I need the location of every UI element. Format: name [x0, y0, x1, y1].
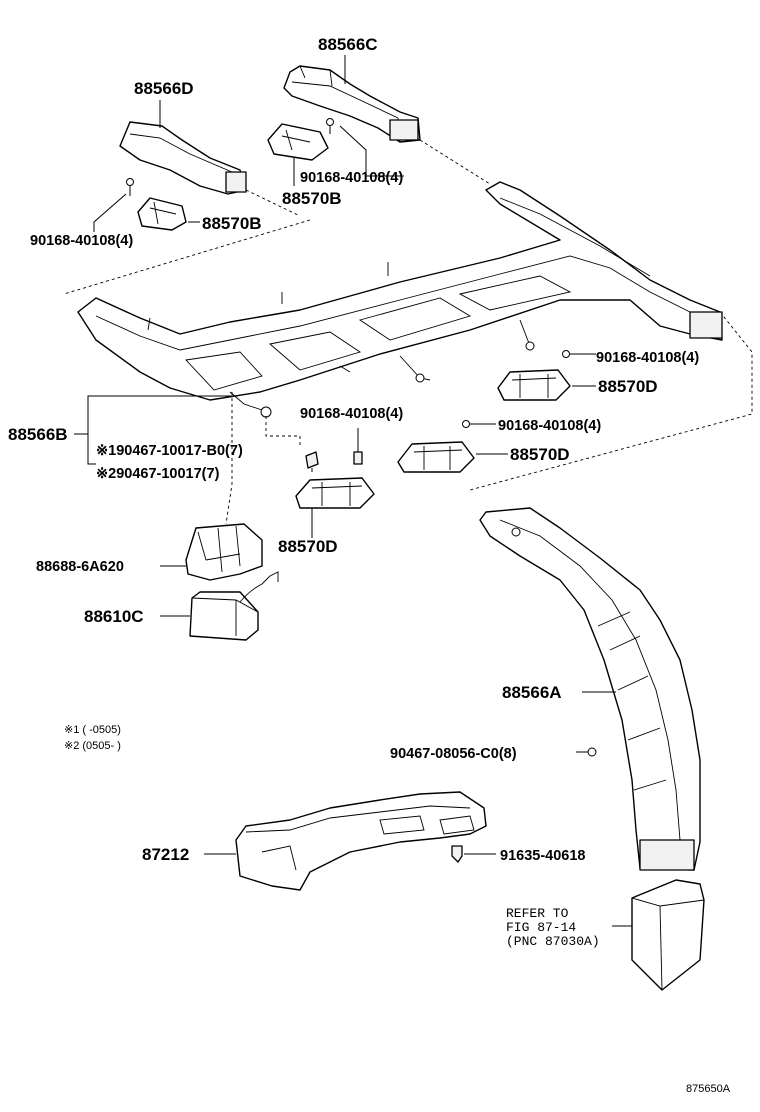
duct-87212[interactable]: [235, 791, 487, 891]
label-88570d-b: 88570D: [510, 445, 570, 464]
footnote-2: ※2 (0505- ): [64, 740, 121, 752]
screw-90168-mid-right[interactable]: [462, 420, 497, 428]
label-90168-40108-b: 90168-40108(4): [30, 233, 133, 249]
label-90168-40108-e: 90168-40108(4): [498, 418, 601, 434]
clip-88570d-right[interactable]: [497, 369, 571, 401]
duct-88566d[interactable]: [119, 121, 247, 195]
label-88570b-a: 88570B: [282, 189, 342, 208]
label-88566c: 88566C: [318, 35, 378, 54]
screw-90168-upper[interactable]: [326, 118, 334, 135]
duct-88566a[interactable]: [479, 507, 701, 871]
refer-line-3: (PNC 87030A): [506, 934, 600, 949]
label-88566a: 88566A: [502, 683, 562, 702]
refer-line-1: REFER TO: [506, 906, 569, 921]
label-88570d-c: 88570D: [278, 537, 338, 556]
label-88570d-a: 88570D: [598, 377, 658, 396]
figure-id: 875650A: [686, 1083, 731, 1095]
duct-88566c[interactable]: [283, 65, 421, 143]
label-87212: 87212: [142, 845, 189, 864]
label-88570b-b: 88570B: [202, 214, 262, 233]
label-90467-08056: 90467-08056-C0(8): [390, 746, 517, 762]
screw-90168-middle[interactable]: [353, 428, 363, 465]
label-88566b: 88566B: [8, 425, 68, 444]
label-note2-part: ※290467-10017(7): [96, 466, 220, 482]
label-90168-40108-c: 90168-40108(4): [596, 350, 699, 366]
screw-91635-40618[interactable]: [451, 845, 496, 863]
label-90168-40108-d: 90168-40108(4): [300, 406, 403, 422]
refer-line-2: FIG 87-14: [506, 920, 576, 935]
label-88688-6a620: 88688-6A620: [36, 559, 124, 575]
clip-88570d-middle[interactable]: [397, 441, 475, 473]
clip-88570b-upper[interactable]: [267, 123, 329, 161]
duct-refer-87030a[interactable]: [631, 879, 705, 991]
main-duct-assembly[interactable]: [77, 181, 723, 418]
label-88566d: 88566D: [134, 79, 194, 98]
module-88610c[interactable]: [189, 571, 279, 641]
clip-88570d-lower[interactable]: [295, 477, 375, 509]
label-91635-40618: 91635-40618: [500, 848, 585, 864]
screw-90168-left[interactable]: [126, 178, 134, 197]
clip-88570b-lower[interactable]: [137, 197, 187, 231]
bracket-88688-6a620[interactable]: [185, 523, 263, 581]
label-88610c: 88610C: [84, 607, 144, 626]
label-90168-40108-a: 90168-40108(4): [300, 170, 403, 186]
screw-90467-08056[interactable]: [576, 747, 597, 757]
footnote-1: ※1 ( -0505): [64, 724, 121, 736]
label-note1-part: ※190467-10017-B0(7): [96, 443, 243, 459]
screw-90467-center[interactable]: [305, 451, 319, 472]
screw-90168-right[interactable]: [562, 350, 597, 358]
